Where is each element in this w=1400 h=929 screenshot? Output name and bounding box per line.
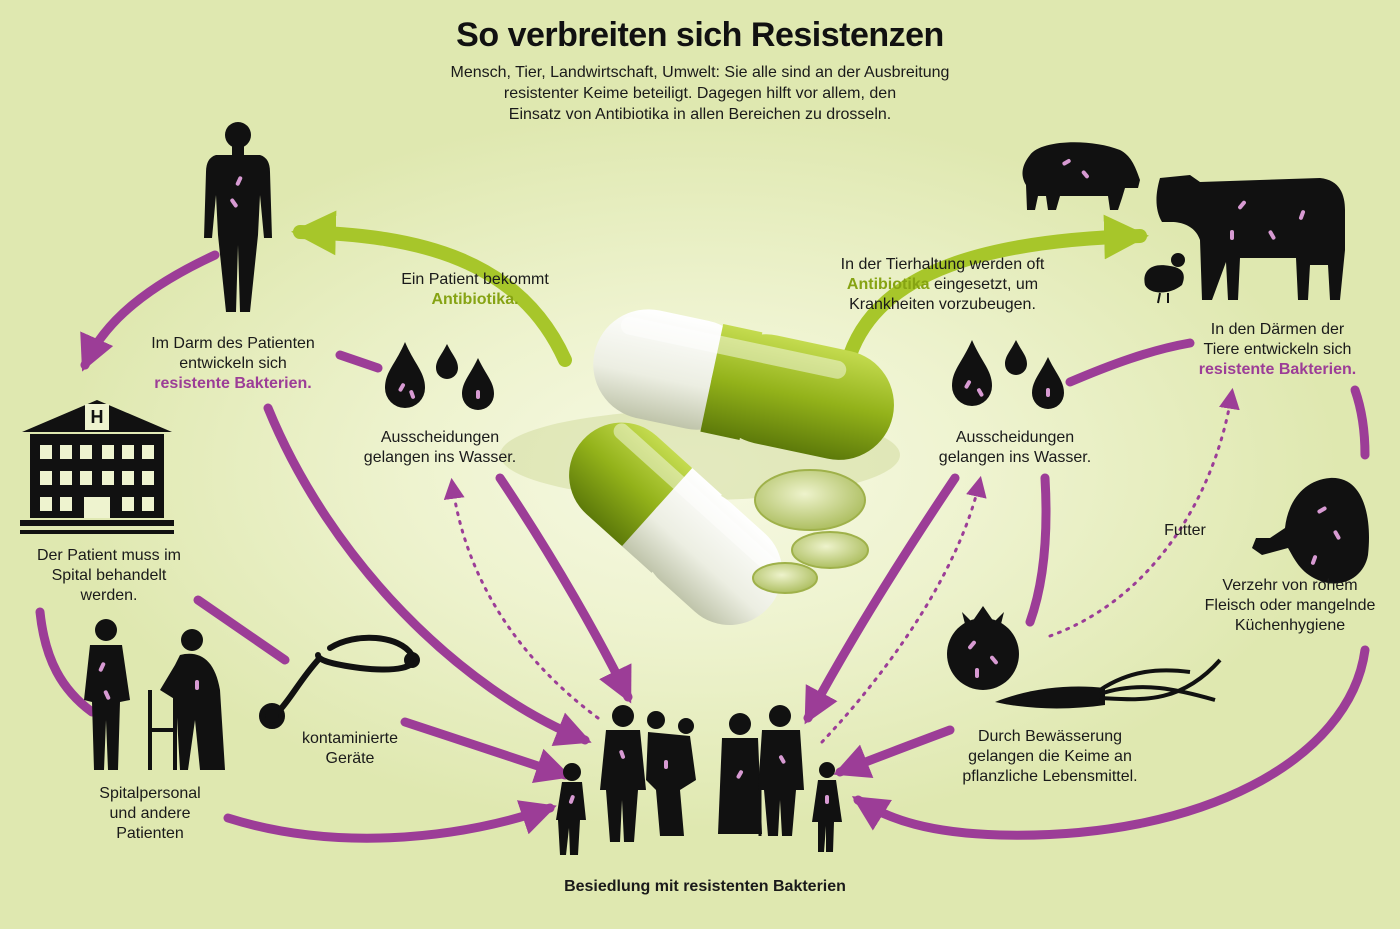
label-irrigation-line1: Durch Bewässerung <box>977 728 1123 745</box>
label-hospital: Der Patient muss im Spital behandelt wer… <box>4 546 214 606</box>
subtitle-line-2: resistenter Keime beteiligt. Dagegen hil… <box>503 85 897 102</box>
label-excretion-left-line2: gelangen ins Wasser. <box>363 449 517 466</box>
subtitle-line-1: Mensch, Tier, Landwirtschaft, Umwelt: Si… <box>450 64 950 81</box>
page-subtitle: Mensch, Tier, Landwirtschaft, Umwelt: Si… <box>380 62 1020 125</box>
droplets-left <box>385 342 494 410</box>
arrow-devices-to-population <box>400 717 572 783</box>
label-gut-patient-highlight: resistente Bakterien. <box>154 375 312 392</box>
connector-drops-to-animals <box>1065 338 1195 387</box>
label-gut-animals-line1: In den Därmen der <box>1210 321 1345 338</box>
connector-gut-to-drops <box>335 350 383 373</box>
label-raw-meat-line1: Verzehr von rohem <box>1222 577 1358 594</box>
stethoscope <box>259 634 420 729</box>
capsule-front <box>569 422 783 626</box>
arrow-hospital-to-staff <box>35 607 97 717</box>
antibiotic-pills <box>500 309 900 626</box>
page-title: So verbreiten sich Resistenzen <box>456 16 944 54</box>
tablets <box>752 469 869 594</box>
green-arrows <box>291 210 1149 367</box>
label-livestock-antibiotics-line1: In der Tierhaltung werden oft <box>840 256 1045 273</box>
label-colonization: Besiedlung mit resistenten Bakterien <box>564 878 846 895</box>
label-hospital-line2: Spital behandelt <box>51 567 167 584</box>
hospital-building <box>20 400 174 534</box>
subtitle-line-3: Einsatz von Antibiotika in allen Bereich… <box>508 106 892 123</box>
label-irrigation-line2: gelangen die Keime an <box>968 748 1132 765</box>
label-livestock-antibiotics-line3: Krankheiten vorzubeugen. <box>849 296 1036 313</box>
dotted-population-to-drops-right <box>820 475 987 744</box>
population-group <box>556 705 842 855</box>
label-excretion-left: Ausscheidungen gelangen ins Wasser. <box>340 428 540 468</box>
staff-silhouettes <box>84 619 225 770</box>
label-irrigation-line3: pflanzliche Lebensmittel. <box>962 768 1138 785</box>
purple-arrows <box>35 250 1370 843</box>
label-raw-meat: Verzehr von rohem Fleisch oder mangelnde… <box>1180 576 1400 636</box>
label-excretion-right: Ausscheidungen gelangen ins Wasser. <box>915 428 1115 468</box>
label-gut-patient-line2: entwickeln sich <box>179 355 287 372</box>
arrow-staff-to-population <box>223 800 557 843</box>
label-livestock-antibiotics-highlight: Antibiotika <box>846 276 930 293</box>
meat-silhouette <box>1252 477 1370 584</box>
label-staff: Spitalpersonal und andere Patienten <box>60 784 240 844</box>
label-staff-line1: Spitalpersonal <box>99 785 201 802</box>
label-livestock-antibiotics-line2-rest: eingesetzt, um <box>929 276 1039 293</box>
pig-silhouette <box>1022 142 1140 210</box>
label-gut-animals: In den Därmen der Tiere entwickeln sich … <box>1170 320 1385 380</box>
label-excretion-right-line1: Ausscheidungen <box>955 429 1075 446</box>
label-devices-line1: kontaminierte <box>301 730 399 747</box>
dotted-population-to-drops-left <box>443 477 600 720</box>
connector-drops-to-vegetables <box>1025 473 1051 627</box>
label-hospital-line3: werden. <box>80 587 138 604</box>
label-gut-patient-line1: Im Darm des Patienten <box>151 335 315 352</box>
patient-silhouette <box>204 122 272 312</box>
label-hospital-line1: Der Patient muss im <box>36 547 182 564</box>
arrow-vegetables-to-population <box>833 725 955 779</box>
label-devices: kontaminierte Geräte <box>270 729 430 769</box>
label-excretion-left-line1: Ausscheidungen <box>380 429 500 446</box>
dotted-arrows <box>443 387 1240 744</box>
connector-animals-to-meat <box>1350 385 1370 460</box>
label-raw-meat-line3: Küchenhygiene <box>1234 617 1346 634</box>
vegetables <box>947 606 1222 709</box>
label-patient-antibiotics-highlight: Antibiotika. <box>431 291 519 308</box>
arrow-meat-to-population <box>851 645 1370 840</box>
arrow-gut-to-population <box>263 403 592 746</box>
arrow-drops-to-population <box>495 473 633 704</box>
label-raw-meat-line2: Fleisch oder mangelnde <box>1204 597 1376 614</box>
droplets-right <box>952 340 1064 409</box>
label-feed: Futter <box>1164 522 1206 539</box>
label-livestock-antibiotics: In der Tierhaltung werden oft Antibiotik… <box>800 255 1085 315</box>
cow-silhouette <box>1156 175 1345 300</box>
hospital-sign: H <box>90 407 104 427</box>
arrow-patient-to-hospital <box>80 250 220 372</box>
arrow-to-patient <box>291 210 572 367</box>
connector-hospital-to-devices <box>193 595 290 665</box>
label-irrigation: Durch Bewässerung gelangen die Keime an … <box>930 727 1170 787</box>
capsule-back <box>593 309 894 460</box>
label-gut-patient: Im Darm des Patienten entwickeln sich re… <box>128 334 338 394</box>
chicken-silhouette <box>1144 253 1185 304</box>
label-staff-line3: Patienten <box>116 825 184 842</box>
label-staff-line2: und andere <box>109 805 191 822</box>
label-patient-antibiotics: Ein Patient bekommt Antibiotika. <box>370 270 580 310</box>
label-patient-antibiotics-line1: Ein Patient bekommt <box>401 271 549 288</box>
label-gut-animals-line2: Tiere entwickeln sich <box>1203 341 1352 358</box>
label-excretion-right-line2: gelangen ins Wasser. <box>938 449 1092 466</box>
label-devices-line2: Geräte <box>325 750 375 767</box>
label-gut-animals-highlight: resistente Bakterien. <box>1198 361 1357 378</box>
arrow-to-livestock <box>843 214 1149 362</box>
arrow-drops-to-population-right <box>803 473 960 725</box>
label-livestock-antibiotics-line2: Antibiotika eingesetzt, um <box>800 275 1085 295</box>
